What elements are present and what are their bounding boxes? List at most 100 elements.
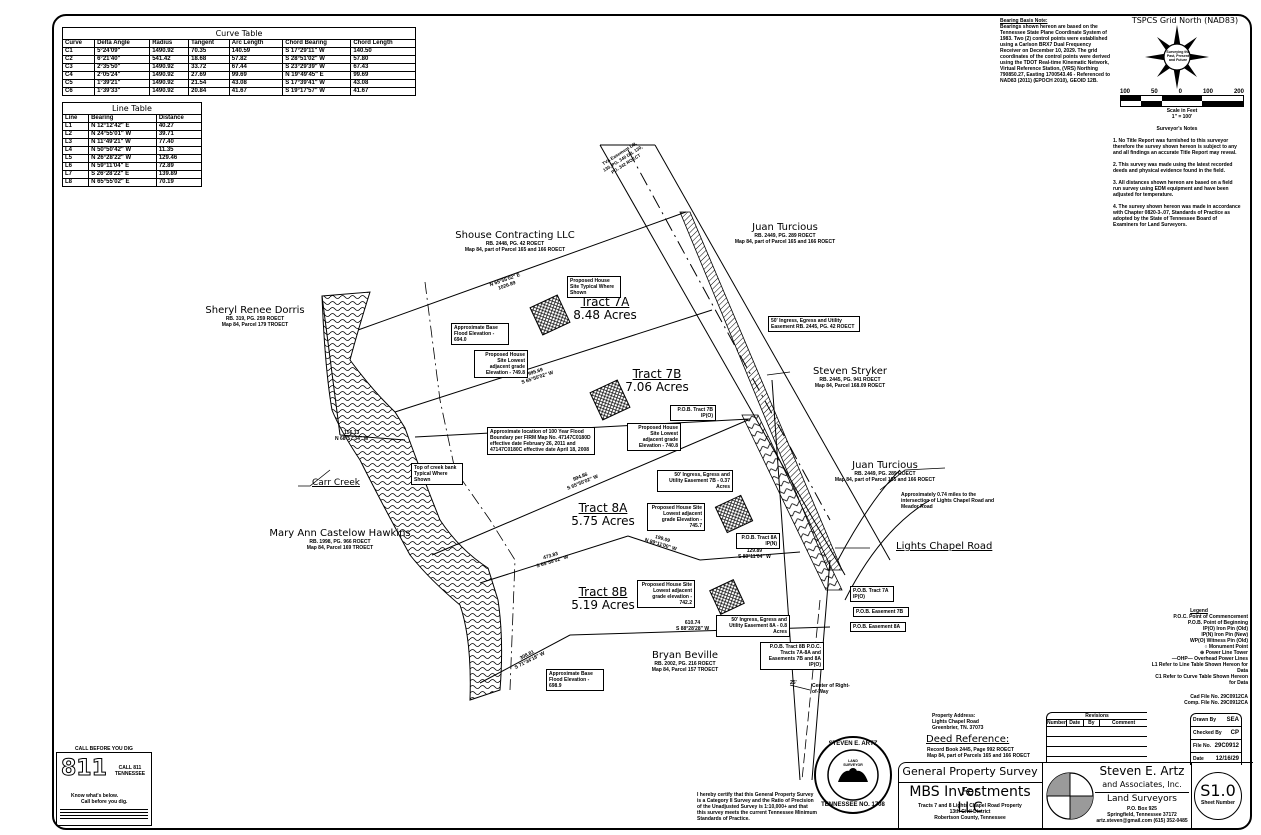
seal-bottom-text: TENNESSEE NO. 1708 [821,802,885,808]
house-site-7a [529,294,571,336]
surveyor-note-3: 3. All distances shown hereon are based … [1113,180,1233,198]
date-value: 12/16/29 [1215,756,1239,762]
callout-house-8a: Proposed House Site Lowest adjacent grad… [647,503,705,531]
callout-house-site-typical: Proposed House Site Typical Where Shown [567,276,621,298]
curve-table-cell: C6 [61,87,96,96]
revisions-header: Number [1047,720,1067,726]
deed-reference-title: Deed Reference: [926,734,1010,745]
callout-pob-easement-8a: P.O.B. Easement 8A [850,622,906,632]
house-site-7b [589,379,631,421]
bearing-note-text: Bearings shown hereon are based on the T… [1000,24,1111,84]
deed-reference: Record Book 2445, Page 992 ROECT Map 84,… [927,747,1031,759]
callout-pob-8a: P.O.B. Tract 8A IP(N) [736,533,780,549]
client-name: MBS Investments LLC [909,784,1031,816]
checked-by-value: CP [1230,730,1239,736]
firm-address: P.O. Box 925 Springfield, Tennessee 3717… [1096,806,1188,824]
revisions-header: Date [1067,720,1084,726]
callout-pob-7a: P.O.B. Tract 7A IP(O) [850,586,894,602]
legend-item: IP(N) Iron Pin (New) [1201,632,1248,638]
legend-item: L1 Refer to Line Table Shown Hereon for … [1151,662,1248,674]
line-table-title: Line Table [62,102,202,114]
callout-pob-easement-7b: P.O.B. Easement 7B [853,607,909,617]
call-811-tagline-1: Know what's below. [71,793,119,799]
sheet-number-badge: S1.0 Sheet Number [1194,772,1242,820]
call-811-logo: 811 [61,756,108,782]
lights-chapel-road [837,469,901,561]
title-heading: General Property Survey For [898,762,1042,798]
owner-sheryl-renee-dorris: Sheryl Renee Dorris RB. 319, PG. 259 ROE… [205,305,305,328]
property-address: Property Address: Lights Chapel Road Gre… [932,713,984,731]
surveyor-notes: Surveyor's Notes 1. No Title Report was … [1113,126,1241,234]
callout-flood-elevation-8b: Approximate Base Flood Elevation - 698.9 [546,669,604,691]
scale-tick-label: 100 [1120,89,1131,95]
legend: Legend P.O.C. Point of Commencement P.O.… [1150,608,1248,706]
bearing-note-title: Bearing Basis Note: [1000,18,1048,24]
legend-item: —OHP— Overhead Power Lines [1171,656,1248,662]
surveyor-note-1: 1. No Title Report was furnished to this… [1113,138,1237,156]
revisions-header: Comment [1112,720,1136,726]
curve-table-cell: S 19°17'57" W [282,87,352,96]
firm-profession: Land Surveyors [1106,794,1177,804]
callout-house-7a: Proposed House Site Lowest adjacent grad… [474,350,528,378]
surveyor-note-2: 2. This survey was made using the latest… [1113,162,1233,174]
owner-shouse-contracting: Shouse Contracting LLC RB. 2448, PG. 42 … [455,230,575,253]
legend-title: Legend [1190,608,1208,614]
legend-item: P.O.B. Point of Beginning [1187,620,1248,626]
bearing-basis-note: Bearing Basis Note: Bearings shown hereo… [1000,18,1112,84]
callout-pob-7b: P.O.B. Tract 7B IP(O) [670,405,716,421]
label-center-row: Center of Right-of-Way [812,683,850,695]
line-table-cell: 70.19 [155,178,203,187]
curve-table-cell: 41.67 [350,87,416,96]
callout-house-7b: Proposed House Site Lowest adjacent grad… [627,423,681,451]
surveyor-notes-title: Surveyor's Notes [1156,126,1198,132]
owner-bryan-beville: Bryan Beville RB. 2002, PG. 216 ROECT Ma… [651,650,719,673]
callout-easement-road: 50' Ingress, Egress and Utility Easement… [768,316,860,332]
drawn-by-value: SEA [1226,717,1239,723]
firm-block [1042,762,1192,830]
creek-name-label: Carr Creek [312,478,360,488]
owner-mary-ann-castelow-hawkins: Mary Ann Castelow Hawkins RB. 1998, PG. … [269,528,411,551]
curve-table-title: Curve Table [62,27,416,39]
legend-item: C1 Refer to Curve Table Shown Hereon for… [1155,674,1248,686]
call-811-side: CALL 811 TENNESSEE [114,765,146,777]
tract-8a-label: Tract 8A 5.75 Acres [571,501,635,528]
ingress-egress-easement [679,211,843,571]
call-811-title: CALL BEFORE YOU DIG [75,746,133,752]
revisions-header: By [1084,720,1101,726]
title-block [898,762,1253,829]
road-name-label: Lights Chapel Road [896,541,993,552]
callout-house-8b: Proposed House Site Lowest adjacent grad… [637,580,695,608]
label-intersection-distance: Approximately 0.74 miles to the intersec… [901,492,995,510]
callout-flood-elevation-7a: Approximate Base Flood Elevation - 694.0 [451,323,509,345]
scale-label: Scale in Feet [1166,108,1198,114]
tract-7a-label: Tract 7A 8.48 Acres [573,295,637,322]
legend-item: P.O.C. Point of Commencement [1173,614,1248,620]
owner-juan-turcious-north: Juan Turcious RB. 2449, PG. 289 ROECT Ma… [734,222,836,245]
scale-ratio: 1" = 100' [1171,114,1193,120]
scale-tick-label: 100 [1202,89,1213,95]
legend-item: ⊕ Power Line Tower [1200,650,1248,656]
curve-table-cell: 1490.92 [149,87,190,96]
callout-top-of-bank: Top of creek bank Typical Where Shown [411,463,463,485]
tract-7b-label: Tract 7B 7.06 Acres [625,367,689,394]
legend-item: WP(O) Witness Pin (Old) [1189,638,1248,644]
house-site-8a [714,494,754,534]
legend-item: ○ Monument Point [1204,644,1248,650]
callout-flood-zone: Approximate location of 100 Year Flood B… [487,427,595,455]
file-number-value: 29C0912 [1214,743,1239,749]
call-811-block: CALL BEFORE YOU DIG 811 CALL 811 TENNESS… [56,746,152,826]
tract-8b-label: Tract 8B 5.19 Acres [571,585,635,612]
callout-easement-7b: 50' Ingress, Egress and Utility Easement… [657,470,733,492]
firm-name-2: and Associates, Inc. [1102,780,1182,789]
scale-tick-label: 0 [1178,89,1182,95]
